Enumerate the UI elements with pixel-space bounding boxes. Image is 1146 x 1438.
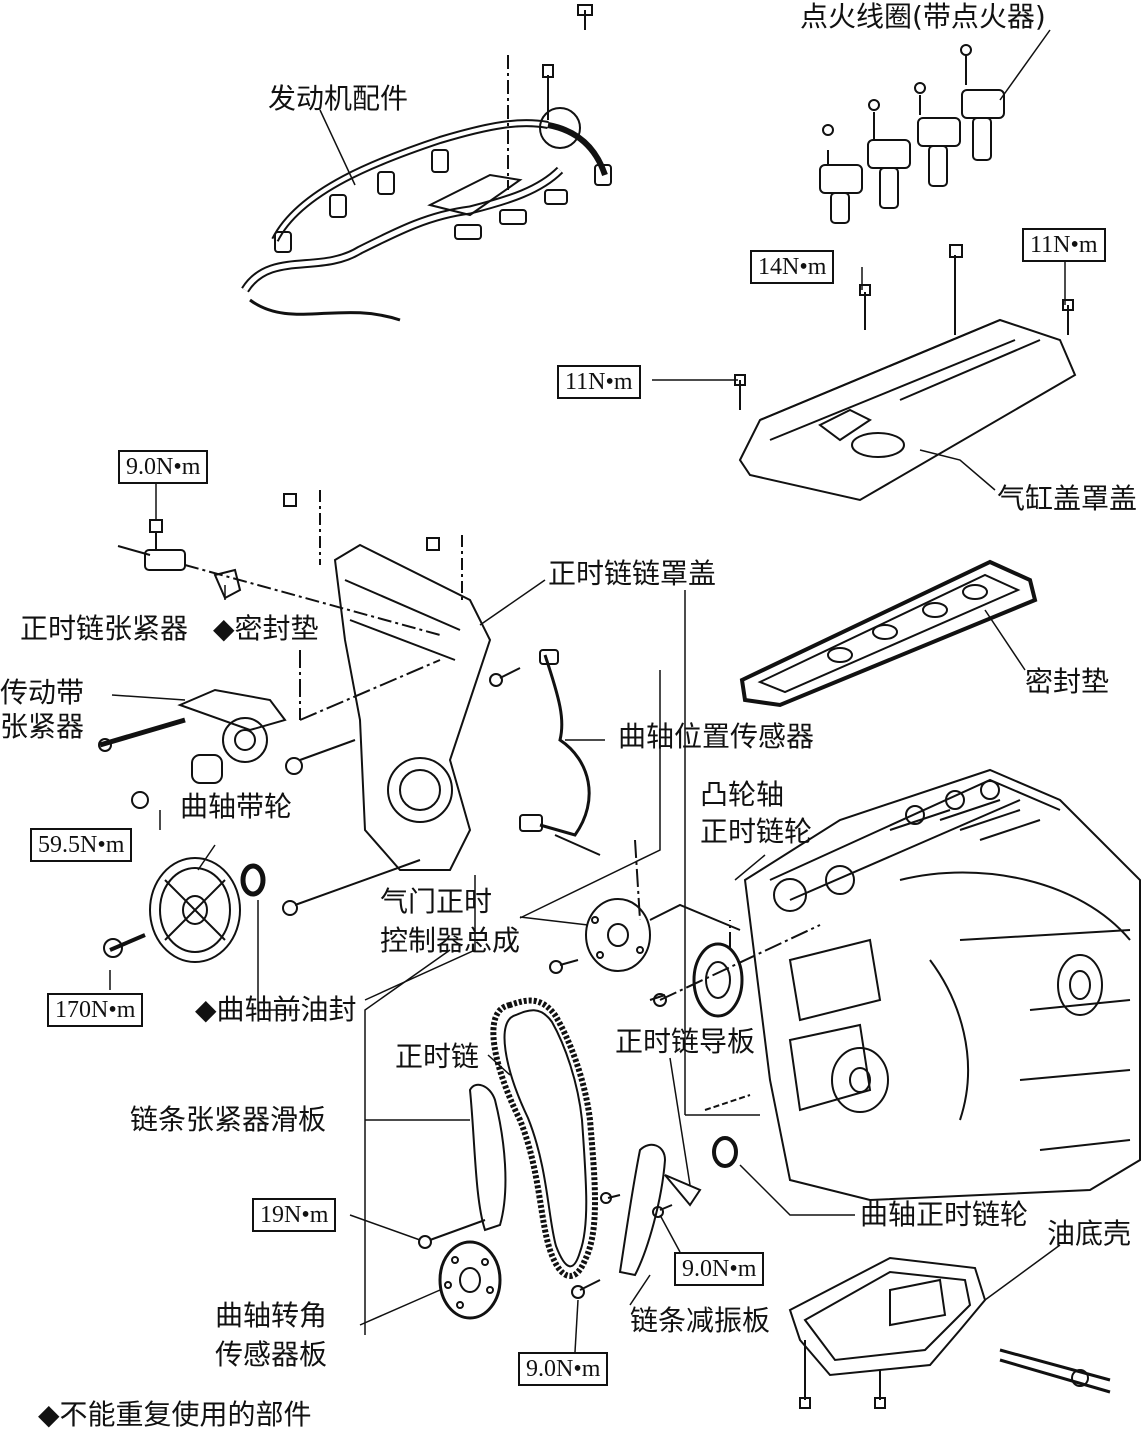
label-gasket-small: ◆密封垫 bbox=[213, 612, 319, 645]
engine-block bbox=[743, 768, 1141, 1202]
label-vvt-1: 气门正时 bbox=[380, 885, 493, 918]
label-vvt-2: 控制器总成 bbox=[380, 924, 521, 957]
label-belt-tensioner-1: 传动带 bbox=[0, 676, 85, 709]
oil-pan bbox=[788, 1256, 1111, 1409]
label-crank-position-sensor: 曲轴位置传感器 bbox=[618, 720, 815, 753]
label-camshaft-sprocket-2: 正时链轮 bbox=[700, 815, 813, 848]
camshaft-timing-sprocket bbox=[649, 942, 744, 1018]
vvt-controller-assembly bbox=[549, 898, 741, 974]
label-cover-gasket: 密封垫 bbox=[1025, 665, 1110, 698]
leader-lines bbox=[109, 29, 1066, 1353]
head-cover-gasket bbox=[739, 559, 1038, 708]
label-chain-guide: 正时链导板 bbox=[615, 1025, 756, 1058]
label-chain-damper: 链条减振板 bbox=[630, 1304, 771, 1337]
timing-chain-tensioner bbox=[117, 519, 441, 636]
crankshaft-position-sensor bbox=[489, 649, 601, 856]
crank-angle-sensor-plate bbox=[438, 1240, 502, 1320]
drive-belt-tensioner bbox=[98, 688, 356, 784]
torque-cover-bolt-right: 11N•m bbox=[1022, 228, 1106, 262]
torque-belt-tensioner-nut: 59.5N•m bbox=[30, 828, 133, 862]
torque-pulley-bolt: 170N•m bbox=[47, 993, 144, 1027]
engine-wiring-harness bbox=[241, 4, 612, 322]
alignment-lines bbox=[299, 650, 821, 1001]
label-crank-angle-plate-1: 曲轴转角 bbox=[215, 1299, 328, 1332]
torque-cover-bolt-left: 11N•m bbox=[557, 365, 641, 399]
torque-slipper-bolt: 19N•m bbox=[252, 1198, 337, 1232]
chain-damper bbox=[571, 1143, 702, 1299]
label-crank-pulley: 曲轴带轮 bbox=[180, 790, 293, 823]
ignition-coils bbox=[819, 44, 1005, 224]
label-timing-chain: 正时链 bbox=[395, 1040, 480, 1073]
group-brackets bbox=[364, 590, 760, 1335]
cylinder-head-cover bbox=[734, 244, 1077, 502]
torque-coil-bolt: 14N•m bbox=[750, 250, 835, 284]
label-belt-tensioner-2: 张紧器 bbox=[0, 710, 85, 743]
torque-tensioner-bolt: 9.0N•m bbox=[118, 450, 209, 484]
label-crank-timing-sprocket: 曲轴正时链轮 bbox=[860, 1198, 1029, 1231]
legend-non-reusable: ◆不能重复使用的部件 bbox=[38, 1398, 312, 1431]
crankshaft-timing-sprocket bbox=[704, 1094, 751, 1168]
front-oil-seal bbox=[240, 859, 421, 916]
label-cylinder-head-cover: 气缸盖罩盖 bbox=[997, 482, 1138, 515]
torque-guide-bolt: 9.0N•m bbox=[674, 1252, 765, 1286]
torque-damper-bolt: 9.0N•m bbox=[518, 1352, 609, 1386]
label-front-oil-seal: ◆曲轴前油封 bbox=[195, 993, 357, 1026]
label-ignition-coil: 点火线圈(带点火器) bbox=[800, 0, 1046, 33]
label-engine-wiring: 发动机配件 bbox=[268, 82, 409, 115]
label-timing-chain-tensioner: 正时链张紧器 bbox=[20, 612, 189, 645]
timing-chain-loop bbox=[490, 997, 598, 1279]
chain-tensioner-slipper bbox=[418, 1083, 507, 1249]
label-oil-pan: 油底壳 bbox=[1047, 1217, 1132, 1250]
crankshaft-pulley bbox=[103, 791, 241, 963]
label-tensioner-slipper: 链条张紧器滑板 bbox=[130, 1103, 327, 1136]
label-timing-chain-cover: 正时链链罩盖 bbox=[548, 557, 717, 590]
timing-chain-cover bbox=[283, 490, 492, 871]
label-crank-angle-plate-2: 传感器板 bbox=[215, 1338, 328, 1371]
label-camshaft-sprocket-1: 凸轮轴 bbox=[700, 778, 785, 811]
